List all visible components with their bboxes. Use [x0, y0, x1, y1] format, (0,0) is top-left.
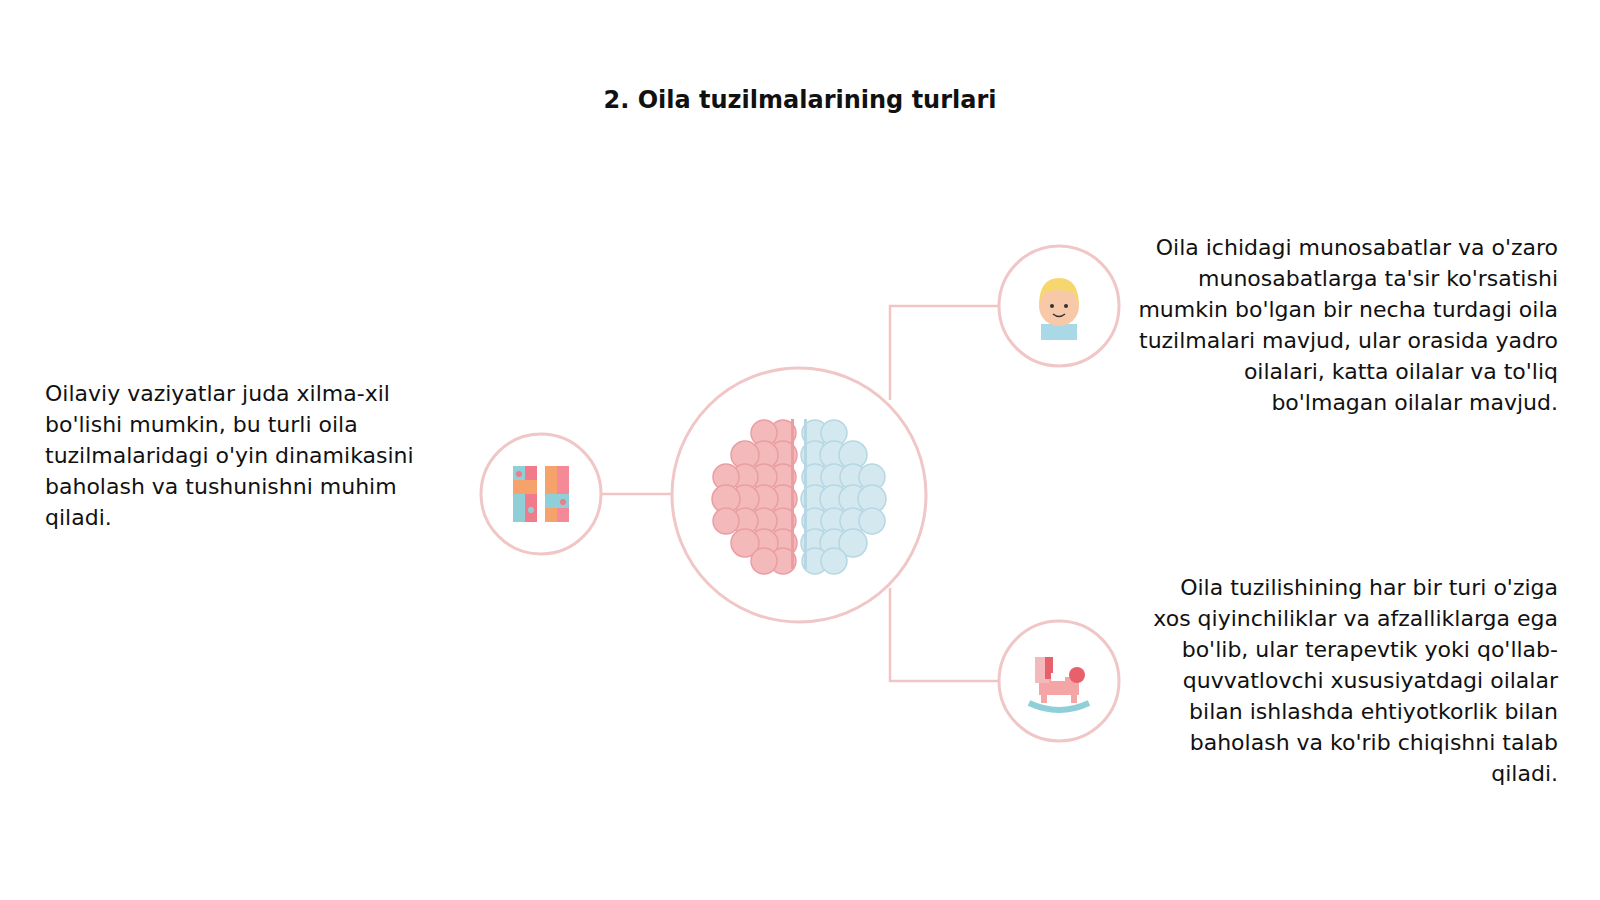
- circle-outline: [999, 246, 1119, 366]
- icon-part: [1069, 667, 1085, 683]
- icon-part: [1064, 304, 1068, 308]
- icon: [513, 466, 569, 522]
- brain-divide: [804, 419, 807, 569]
- icon-part: [1071, 691, 1077, 703]
- body-text: Oila tuzilishining har bir turi o'ziga x…: [1138, 572, 1558, 789]
- icon: [1039, 278, 1079, 340]
- icon-part: [1029, 703, 1089, 710]
- icon-circle: [995, 242, 1123, 370]
- leader-line: [602, 493, 671, 496]
- icon-part: [1041, 324, 1077, 340]
- icon-part: [1041, 691, 1047, 703]
- body-text: Oilaviy vaziyatlar juda xilma-xil bo'lis…: [45, 378, 465, 533]
- icon-circle: [995, 617, 1123, 745]
- leader-line: [890, 306, 998, 400]
- icon-part: [545, 494, 569, 508]
- slide-title: 2. Oila tuzilmalarining turlari: [0, 86, 1600, 114]
- icon-part: [1053, 314, 1065, 317]
- leader-lines: [602, 306, 998, 681]
- icon-part: [1050, 304, 1054, 308]
- brain-lobe: [859, 508, 885, 534]
- icon-part: [528, 507, 534, 513]
- icon-part: [516, 471, 522, 477]
- center-circle: [672, 368, 926, 622]
- circle-outline: [999, 621, 1119, 741]
- icon-circle: [477, 430, 605, 558]
- icon-part: [1039, 278, 1079, 306]
- brain-divide: [791, 419, 794, 569]
- brain-icon: [712, 419, 886, 574]
- circle-outline: [481, 434, 601, 554]
- icon-text-node: Oilaviy vaziyatlar juda xilma-xil bo'lis…: [40, 370, 605, 558]
- icon-text-node: Oila tuzilishining har bir turi o'ziga x…: [992, 568, 1562, 795]
- icon: [1029, 657, 1089, 710]
- brain-lobe: [751, 548, 777, 574]
- icon-part: [560, 499, 566, 505]
- leader-line: [890, 588, 998, 681]
- icon-part: [513, 480, 537, 494]
- brain-lobe: [821, 548, 847, 574]
- body-text: Oila ichidagi munosabatlar va o'zaro mun…: [1138, 232, 1558, 418]
- icon-text-node: Oila ichidagi munosabatlar va o'zaro mun…: [992, 228, 1562, 424]
- brain-lobe: [713, 508, 739, 534]
- icon-part: [1051, 673, 1065, 681]
